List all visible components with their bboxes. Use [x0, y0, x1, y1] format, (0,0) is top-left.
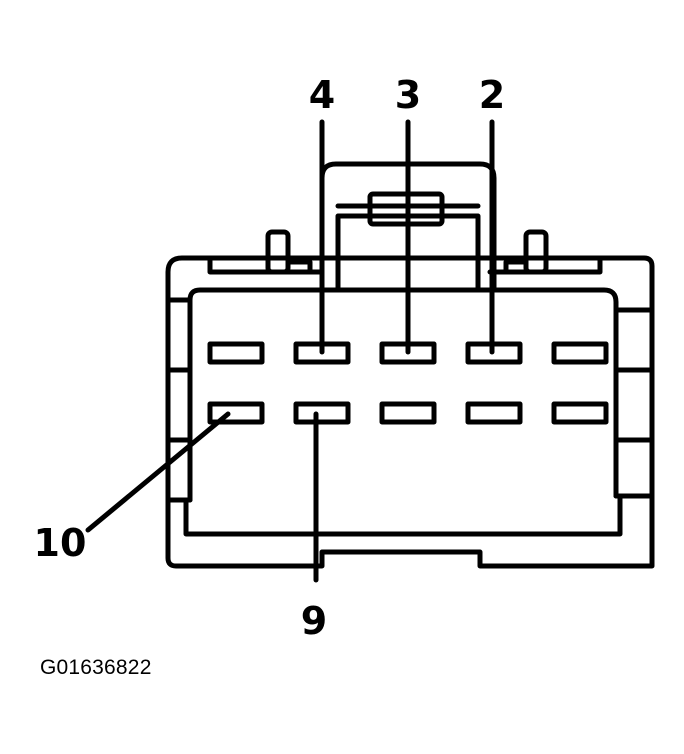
- terminal-slot-bottom-3: [379, 401, 437, 425]
- housing-rib-right: [613, 307, 655, 499]
- figure-id: G01636822: [40, 656, 152, 679]
- post-base-right: [503, 259, 529, 275]
- pin-label-3: 3: [395, 73, 421, 117]
- post-base-left: [285, 259, 313, 275]
- pin-label-4: 4: [309, 73, 335, 117]
- alignment-post-right: [523, 229, 549, 275]
- terminal-slot-top-5: [551, 341, 609, 365]
- housing-rib-left: [165, 297, 193, 503]
- terminal-slot-bottom-5: [551, 401, 609, 425]
- pin-label-2: 2: [479, 73, 505, 117]
- terminal-slot-pin-10: [207, 401, 265, 425]
- terminal-slot-bottom-4: [465, 401, 523, 425]
- pin-label-10: 10: [34, 521, 87, 565]
- terminal-slot-top-1: [207, 341, 265, 365]
- terminal-slot-pin-9: [293, 401, 351, 425]
- connector-inner-frame: [183, 287, 623, 537]
- connector-housing-outer: [165, 255, 655, 569]
- leader-line-pin-10: [85, 411, 231, 533]
- alignment-post-left: [265, 229, 291, 275]
- pin-label-9: 9: [301, 599, 327, 643]
